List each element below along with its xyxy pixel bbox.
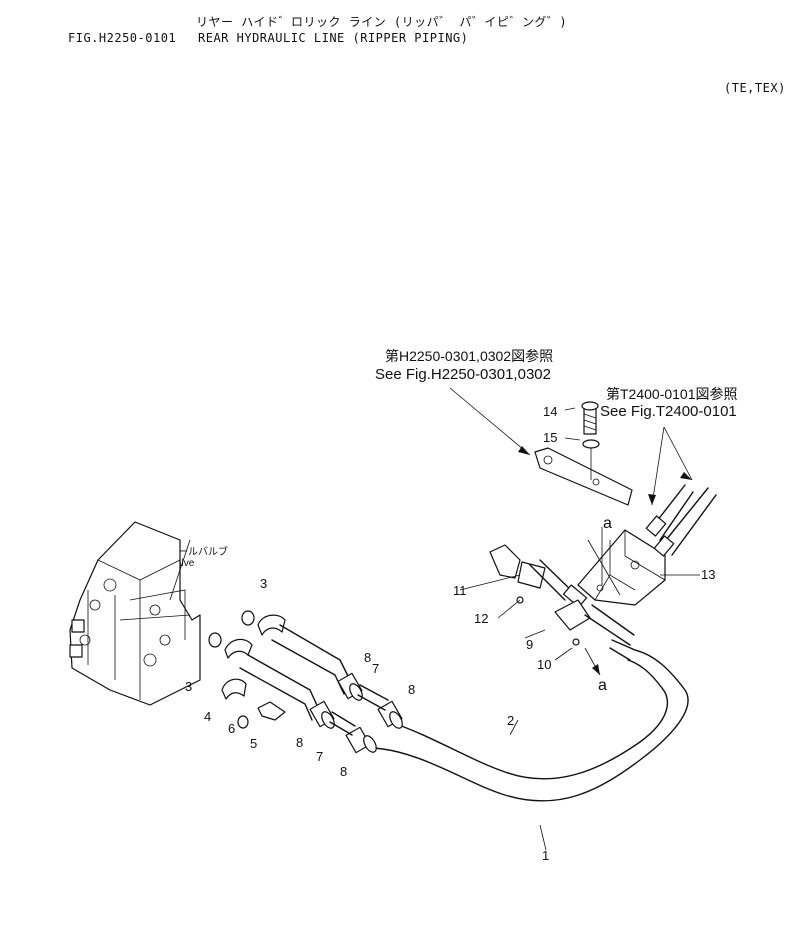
callout-a-lower: a [598,677,607,694]
callout-a-upper: a [603,515,612,532]
callout-2: 2 [507,713,515,728]
callout-8-a: 8 [364,650,372,665]
callout-13: 13 [701,567,716,582]
callout-14: 14 [543,404,558,419]
bracket-13 [577,529,666,606]
callout-7-upper: 7 [372,661,380,676]
figure-number: FIG.H2250-0101 [68,31,177,45]
hose-1-outer [371,649,689,802]
callout-3-lower: 3 [185,679,193,694]
control-valve-label-jp: コントロールバルブ [138,547,228,558]
callout-4: 4 [204,709,212,724]
callout-3-upper: 3 [260,576,268,591]
callout-9: 9 [526,637,534,652]
elbow-11 [489,544,521,579]
callout-1: 1 [542,848,550,863]
callout-8-d: 8 [340,764,348,779]
callout-10: 10 [537,657,552,672]
callout-8-c: 8 [296,735,304,750]
model-codes: (TE,TEX) [724,81,786,95]
reference-t2400-en: See Fig.T2400-0101 [600,403,737,420]
clamp-upper-right [377,700,403,729]
clamp-lower-left [309,700,335,729]
control-valve [69,521,201,706]
title-english: REAR HYDRAULIC LINE (RIPPER PIPING) [198,31,469,45]
clamp-upper-left [337,672,363,701]
callout-11: 11 [453,583,467,598]
hose-2-inner [389,659,669,780]
clamp-lower-right [345,726,377,754]
callout-15: 15 [543,430,558,445]
reference-h2250-en: See Fig.H2250-0301,0302 [375,366,551,383]
callout-7-lower: 7 [316,749,324,764]
callout-5: 5 [250,736,258,751]
title-japanese: リヤー ハイド゛ロリック ライン (リッパ゛ パ゛イピ゛ング゛) [196,15,568,29]
reference-h2250-jp: 第H2250-0301,0302図参照 [385,348,554,364]
callout-6: 6 [228,721,236,736]
callout-12: 12 [474,611,489,626]
upper-bracket [534,447,633,506]
reference-t2400-jp: 第T2400-0101図参照 [606,386,738,402]
hose-connection [609,639,636,661]
callout-8-b: 8 [408,682,416,697]
